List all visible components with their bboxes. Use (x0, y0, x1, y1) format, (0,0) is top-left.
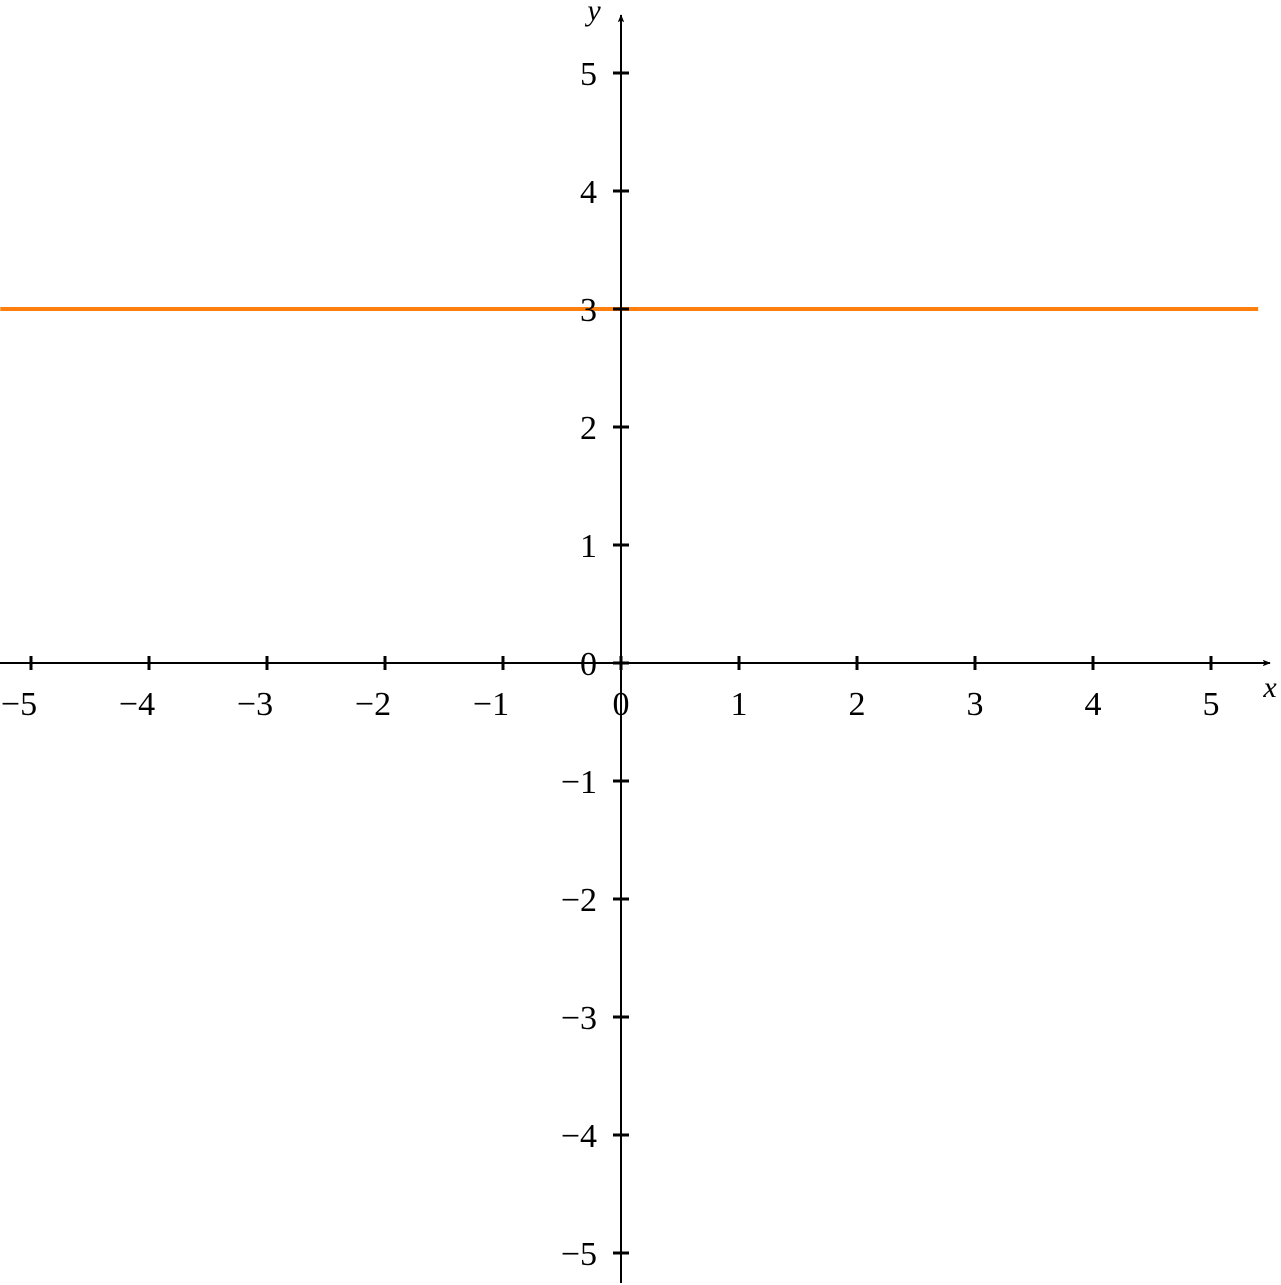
y-tick-label: −3 (561, 1000, 597, 1037)
y-tick-label: 5 (580, 56, 597, 93)
x-tick-label: −4 (119, 686, 155, 723)
y-tick-label: −5 (561, 1236, 597, 1273)
x-tick-label: 0 (613, 686, 630, 723)
y-tick-label: −4 (561, 1118, 597, 1155)
y-tick-label: 4 (580, 174, 597, 211)
y-tick-label: 0 (580, 646, 597, 683)
x-tick-label: 1 (731, 686, 748, 723)
y-axis-label: y (584, 0, 601, 27)
x-axis-label: x (1262, 671, 1277, 704)
x-tick-label: 2 (849, 686, 866, 723)
x-tick-label: −3 (237, 686, 273, 723)
x-tick-label: 5 (1203, 686, 1220, 723)
x-tick-label: 4 (1085, 686, 1102, 723)
x-tick-label: −1 (473, 686, 509, 723)
y-tick-label: 2 (580, 410, 597, 447)
y-tick-label: −1 (561, 764, 597, 801)
x-tick-label: −2 (355, 686, 391, 723)
y-tick-label: 1 (580, 528, 597, 565)
x-tick-label: 3 (967, 686, 984, 723)
y-tick-label: −2 (561, 882, 597, 919)
x-tick-label: −5 (1, 686, 37, 723)
y-tick-label: 3 (580, 292, 597, 329)
